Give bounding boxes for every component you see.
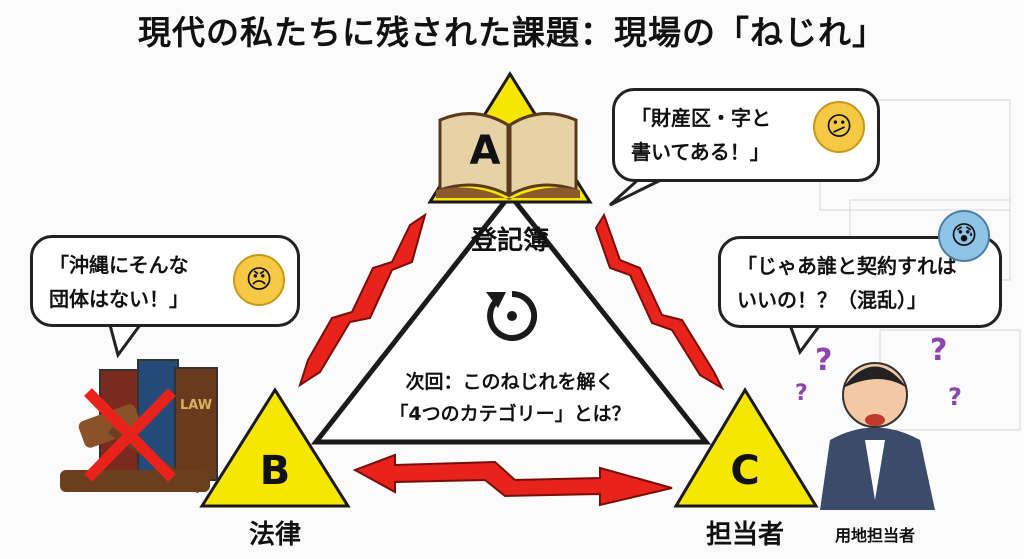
speech-bubble-registry: 「財産区・字と 書いてある！」 😕	[612, 88, 880, 182]
bubble-text: 書いてある！」	[631, 140, 770, 164]
center-line-2: 「4つのカテゴリー」とは？	[389, 403, 631, 425]
svg-text:?: ?	[948, 383, 962, 411]
registry-book-icon	[436, 112, 580, 200]
bubble-tail	[608, 176, 666, 207]
bubble-text: 団体はない！」	[49, 287, 189, 311]
node-c-triangle	[673, 387, 819, 508]
arrow-b-c	[352, 453, 673, 507]
refresh-icon	[486, 290, 538, 341]
node-a-label: 登記簿	[470, 226, 549, 256]
node-b-label: 法律	[248, 520, 301, 550]
bubble-text: 「沖縄にそんな	[49, 253, 189, 277]
node-c-letter: C	[730, 448, 760, 494]
center-line-1: 次回：このねじれを解く	[405, 371, 615, 393]
bubble-tail	[108, 323, 143, 359]
svg-text:?: ?	[930, 333, 947, 368]
conflict-arrows	[298, 212, 725, 507]
confused-face-icon: 😕	[813, 101, 865, 153]
angry-face-icon: 😠	[233, 254, 285, 306]
arrow-a-c	[594, 212, 725, 391]
center-caption: 次回：このねじれを解く 「4つのカテゴリー」とは？	[360, 366, 660, 430]
svg-text:?: ?	[815, 343, 832, 378]
anxious-face-icon: 😰	[938, 210, 990, 262]
node-c-label: 担当者	[705, 520, 784, 550]
bubble-text: いいの！？（混乱）」	[737, 288, 927, 312]
arrow-a-b	[298, 212, 427, 388]
speech-bubble-law: 「沖縄にそんな 団体はない！」 😠	[30, 235, 300, 327]
book-cover-text: LAW	[180, 398, 213, 413]
person-label: 用地担当者	[834, 526, 915, 545]
svg-text:?: ?	[795, 381, 808, 406]
node-b-triangle	[199, 387, 351, 508]
bubble-text: 「じゃあ誰と契約すれば	[737, 254, 957, 278]
page-title: 現代の私たちに残された課題：現場の「ねじれ」	[138, 13, 886, 52]
confused-worker-illustration: ? ? ? ?	[795, 333, 962, 510]
law-books-gavel-icon	[60, 359, 218, 494]
node-b-letter: B	[259, 448, 291, 494]
node-a-letter: A	[469, 128, 501, 174]
bubble-text: 「財産区・字と	[631, 106, 771, 130]
